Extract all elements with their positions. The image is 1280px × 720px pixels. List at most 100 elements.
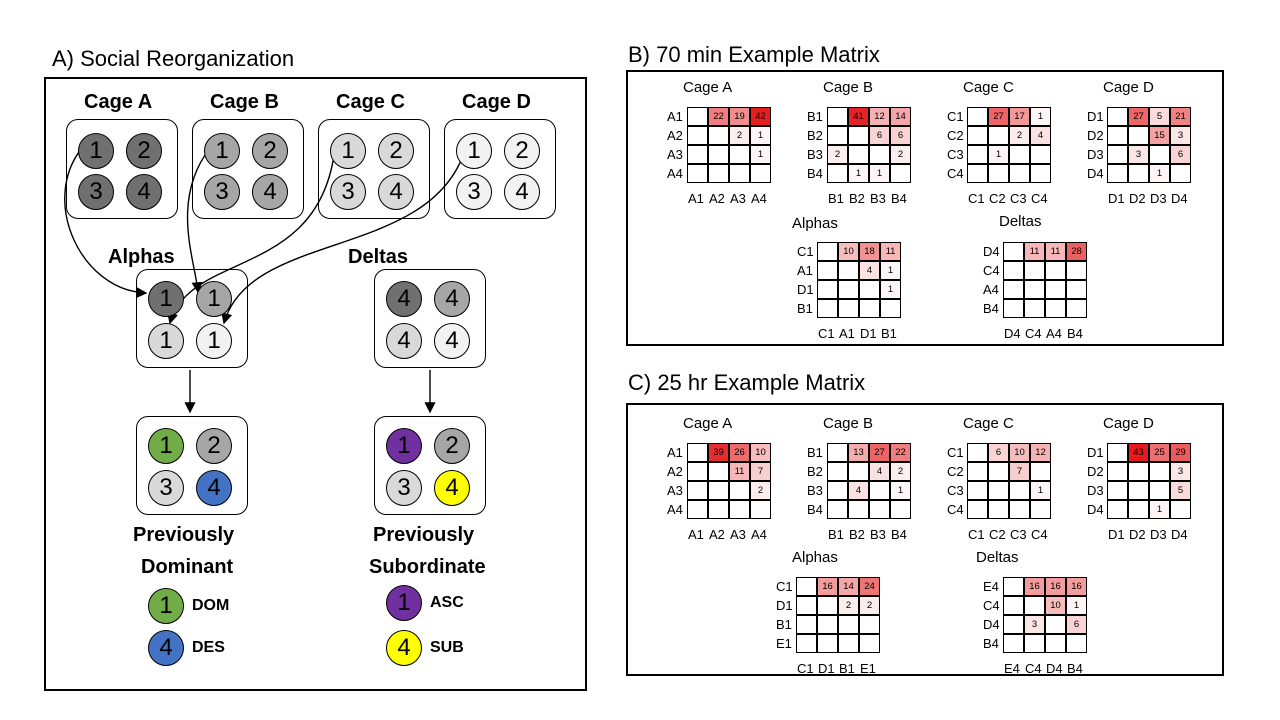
outcome-left-mouse-0: 1 xyxy=(148,428,184,464)
panel_b-matrix-5-row-label: C4 xyxy=(983,263,1000,278)
panel_b-matrix-5-row-label: D4 xyxy=(983,244,1000,259)
panel_b-matrix-3-col-label: D1 xyxy=(1108,191,1125,206)
panel_c-matrix-3-cell xyxy=(1149,481,1170,500)
panel_c-matrix-3-row-label: D4 xyxy=(1087,502,1104,517)
panel_c-matrix-1-cell: 27 xyxy=(869,443,890,462)
panel_c-matrix-3-col-label: D3 xyxy=(1150,527,1167,542)
panel_c-matrix-4-cell xyxy=(859,634,880,653)
panel_b-matrix-4-cell xyxy=(838,299,859,318)
panel_b-matrix-0-row-label: A2 xyxy=(667,128,683,143)
panel_b-matrix-5-col-label: D4 xyxy=(1004,326,1021,341)
panel_b-matrix-3-row-label: D4 xyxy=(1087,166,1104,181)
panel_c-matrix-0-cell xyxy=(687,462,708,481)
panel_c-matrix-0-cell: 26 xyxy=(729,443,750,462)
panel_c-matrix-1-cell xyxy=(827,481,848,500)
panel_c-matrix-4-cell: 2 xyxy=(838,596,859,615)
panel_c-matrix-3-row-label: D2 xyxy=(1087,464,1104,479)
legend-label-2: ASC xyxy=(430,594,464,611)
cage-3-mouse-4: 4 xyxy=(504,174,540,210)
panel_b-matrix-5-cell xyxy=(1024,261,1045,280)
cage-box-0 xyxy=(66,119,178,219)
panel_b-matrix-1-cell xyxy=(890,164,911,183)
panel_c-matrix-4-cell xyxy=(796,596,817,615)
panel_c-matrix-4-row-label: B1 xyxy=(776,617,792,632)
cage-2-mouse-4: 4 xyxy=(378,174,414,210)
panel_c-matrix-4-cell xyxy=(838,634,859,653)
panel_c-matrix-4-col-label: D1 xyxy=(818,661,835,676)
panel_c-matrix-4-cell xyxy=(817,615,838,634)
panel_b-matrix-0-cell: 19 xyxy=(729,107,750,126)
panel_c-matrix-5-cell: 3 xyxy=(1024,615,1045,634)
panel_b-matrix-4-cell: 1 xyxy=(880,261,901,280)
panel_b-matrix-4-cell xyxy=(859,299,880,318)
panel_b-matrix-1-col-label: B2 xyxy=(849,191,865,206)
panel_b-matrix-2-cell: 4 xyxy=(1030,126,1051,145)
panel_b-matrix-3-row-label: D3 xyxy=(1087,147,1104,162)
panel_c-matrix-3-cell: 3 xyxy=(1170,462,1191,481)
panel_b-matrix-0-col-label: A4 xyxy=(751,191,767,206)
panel_c-matrix-2-cell: 10 xyxy=(1009,443,1030,462)
panel_c-matrix-5-col-label: C4 xyxy=(1025,661,1042,676)
panel_c-matrix-0-cell: 11 xyxy=(729,462,750,481)
panel_c-matrix-1-cell: 2 xyxy=(890,462,911,481)
panel_c-matrix-1-cell xyxy=(827,462,848,481)
panel_b-matrix-0-cell xyxy=(729,164,750,183)
outcome-right-mouse-1: 2 xyxy=(434,428,470,464)
panel_b-matrix-2-col-label: C1 xyxy=(968,191,985,206)
panel_b-matrix-4-title: Alphas xyxy=(792,215,838,232)
alpha-mouse-1: 1 xyxy=(196,281,232,317)
panel_c-matrix-5-row-label: E4 xyxy=(983,579,999,594)
panel_c-matrix-0-cell: 10 xyxy=(750,443,771,462)
panel_b-matrix-1-row-label: B4 xyxy=(807,166,823,181)
panel_b-matrix-4-row-label: A1 xyxy=(797,263,813,278)
cage-1-mouse-4: 4 xyxy=(252,174,288,210)
panel_b-matrix-5-cell xyxy=(1045,261,1066,280)
panel_b-matrix-0-row-label: A3 xyxy=(667,147,683,162)
panel_c-matrix-4-row-label: C1 xyxy=(776,579,793,594)
panel_c-matrix-0-cell: 7 xyxy=(750,462,771,481)
panel_c-matrix-4-cell xyxy=(796,634,817,653)
panel_b-matrix-0-cell: 22 xyxy=(708,107,729,126)
panel_c-matrix-2-cell: 12 xyxy=(1030,443,1051,462)
panel_b-matrix-2-cell xyxy=(1009,145,1030,164)
panel_b-matrix-4-row-label: B1 xyxy=(797,301,813,316)
panel_b-matrix-2-cell: 17 xyxy=(1009,107,1030,126)
panel_b-matrix-1-cell xyxy=(848,126,869,145)
panel_c-matrix-3-cell: 29 xyxy=(1170,443,1191,462)
panel_b-matrix-1-cell xyxy=(827,126,848,145)
panel_c-matrix-3-cell: 1 xyxy=(1149,500,1170,519)
panel_b-matrix-5-col-label: A4 xyxy=(1046,326,1062,341)
panel_b-matrix-0-row-label: A1 xyxy=(667,109,683,124)
outcome-left-mouse-2: 3 xyxy=(148,470,184,506)
alphas-label: Alphas xyxy=(108,246,175,268)
panel_c-matrix-3-cell xyxy=(1128,500,1149,519)
panel_c-matrix-2-row-label: C4 xyxy=(947,502,964,517)
panel_c-matrix-0-cell xyxy=(687,481,708,500)
panel_c-matrix-2-title: Cage C xyxy=(963,415,1014,432)
panel_c-matrix-1-row-label: B4 xyxy=(807,502,823,517)
panel_b-matrix-0-col-label: A1 xyxy=(688,191,704,206)
panel_b-matrix-0-cell: 1 xyxy=(750,126,771,145)
panel_c-matrix-2-cell xyxy=(967,481,988,500)
panel_c-matrix-0-cell xyxy=(687,443,708,462)
panel_b-matrix-1-cell xyxy=(827,164,848,183)
panel_b-matrix-1-cell: 2 xyxy=(827,145,848,164)
panel_b-matrix-5-row-label: A4 xyxy=(983,282,999,297)
alpha-mouse-0: 1 xyxy=(148,281,184,317)
panel_b-matrix-0-cell xyxy=(708,145,729,164)
panel_b-matrix-3-cell xyxy=(1128,164,1149,183)
panel_b-matrix-1-cell xyxy=(869,145,890,164)
panel_c-matrix-0-cell xyxy=(708,500,729,519)
outcome-left-mouse-1: 2 xyxy=(196,428,232,464)
panel_c-matrix-5-cell xyxy=(1003,634,1024,653)
panel_b-matrix-5-cell: 11 xyxy=(1024,242,1045,261)
panel_b-matrix-0-title: Cage A xyxy=(683,79,733,96)
outcome-right-mouse-2: 3 xyxy=(386,470,422,506)
panel_b-matrix-2-cell xyxy=(1030,145,1051,164)
panel_b-matrix-1-row-label: B1 xyxy=(807,109,823,124)
panel_b-matrix-3-col-label: D3 xyxy=(1150,191,1167,206)
panel_c-matrix-0-col-label: A1 xyxy=(688,527,704,542)
panel_b-matrix-0-cell xyxy=(687,145,708,164)
panel_b-matrix-2-col-label: C4 xyxy=(1031,191,1048,206)
cage-label-2: Cage C xyxy=(336,91,405,113)
